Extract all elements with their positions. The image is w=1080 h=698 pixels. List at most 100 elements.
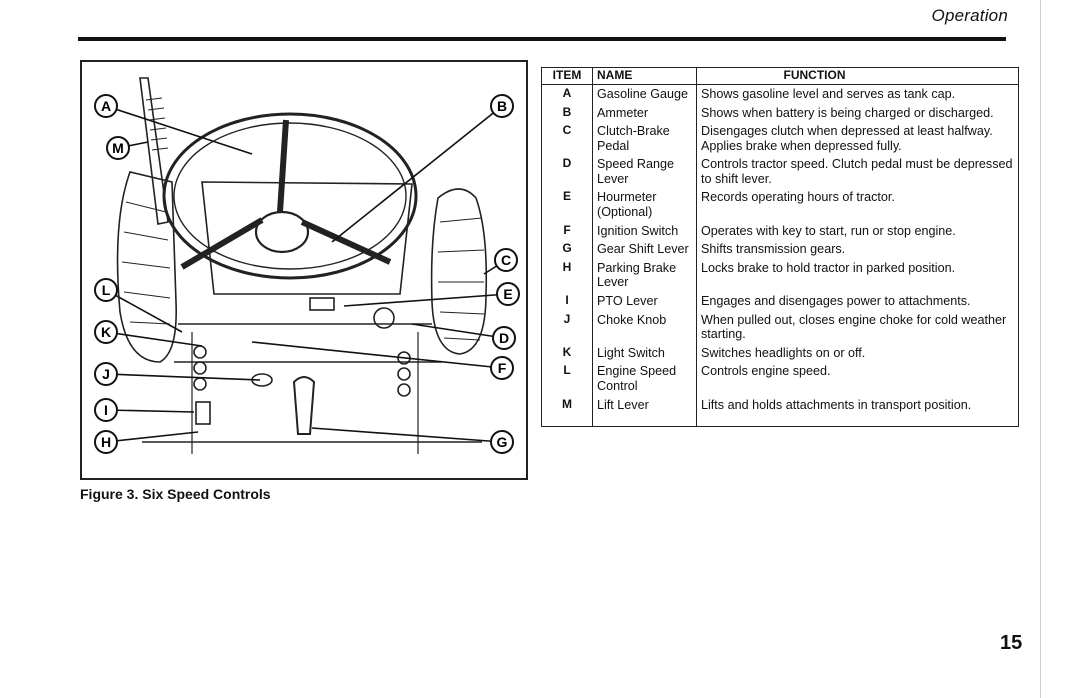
page-edge-line <box>1040 0 1041 698</box>
name-cell: Ammeter <box>592 103 697 123</box>
function-cell: When pulled out, closes engine choke for… <box>696 310 1019 344</box>
callout-circle-c <box>494 248 518 272</box>
left-tire <box>116 171 177 363</box>
function-cell: Shifts transmission gears. <box>696 240 1019 259</box>
function-cell: Shows when battery is being charged or d… <box>696 103 1019 123</box>
callout-label-c: C <box>501 252 511 268</box>
parking-brake-lever <box>195 401 211 425</box>
item-cell: G <box>541 240 593 259</box>
callout-label-f: F <box>498 360 507 376</box>
item-cell: J <box>541 310 593 344</box>
function-cell: Operates with key to start, run or stop … <box>696 221 1019 241</box>
callout-circle-f <box>490 356 514 380</box>
callout-circle-b <box>490 94 514 118</box>
dash-panel <box>201 181 413 295</box>
name-cell: Light Switch <box>592 343 697 363</box>
function-cell: Switches headlights on or off. <box>696 343 1019 363</box>
callout-label-m: M <box>112 140 124 156</box>
callout-circle-k <box>94 320 118 344</box>
name-cell: Engine Speed Control <box>592 362 697 396</box>
header-item: ITEM <box>541 67 593 85</box>
callout-label-h: H <box>101 434 111 450</box>
section-title: Operation <box>931 6 1008 25</box>
function-cell: Shows gasoline level and serves as tank … <box>696 84 1019 104</box>
tractor-controls-drawing: A B C D E F G HI J K L M <box>94 77 520 454</box>
speed-range-knob <box>373 307 395 329</box>
name-cell: Parking Brake Lever <box>592 258 697 293</box>
callout-circle-l <box>94 278 118 302</box>
header-function: FUNCTION <box>696 67 1019 85</box>
item-cell: I <box>541 292 593 311</box>
item-cell: C <box>541 122 593 156</box>
callout-label-g: G <box>497 434 508 450</box>
name-cell: Gear Shift Lever <box>592 240 697 259</box>
callout-label-i: I <box>104 402 108 418</box>
figure-caption: Figure 3. Six Speed Controls <box>80 486 271 502</box>
item-cell: B <box>541 103 593 123</box>
item-cell: E <box>541 188 593 222</box>
callout-label-e: E <box>503 286 512 302</box>
function-cell: Locks brake to hold tractor in parked po… <box>696 258 1019 293</box>
item-cell: K <box>541 343 593 363</box>
name-cell: PTO Lever <box>592 292 697 311</box>
page-number: 15 <box>1000 632 1023 654</box>
item-cell: A <box>541 84 593 104</box>
function-cell: Controls engine speed. <box>696 362 1019 396</box>
name-cell: Gasoline Gauge <box>592 84 697 104</box>
name-cell: Clutch-Brake Pedal <box>592 122 697 156</box>
function-cell: Records operating hours of tractor. <box>696 188 1019 222</box>
callout-circle-m <box>106 136 130 160</box>
ignition-switch <box>309 297 335 311</box>
function-cell: Lifts and holds attachments in transport… <box>696 395 1019 428</box>
function-cell: Engages and disengages power to attachme… <box>696 292 1019 311</box>
name-cell: Choke Knob <box>592 310 697 344</box>
lift-lever <box>139 77 169 225</box>
callout-circle-d <box>492 326 516 350</box>
callout-label-a: A <box>101 98 111 114</box>
item-cell: H <box>541 258 593 293</box>
callout-circle-h <box>94 430 118 454</box>
name-cell: Ignition Switch <box>592 221 697 241</box>
callout-circle-i <box>94 398 118 422</box>
callout-circle-a <box>94 94 118 118</box>
callout-label-k: K <box>101 324 111 340</box>
name-cell: Speed Range Lever <box>592 155 697 189</box>
item-cell: L <box>541 362 593 396</box>
item-cell: D <box>541 155 593 189</box>
callout-label-b: B <box>497 98 507 114</box>
callout-circle-g <box>490 430 514 454</box>
header-name: NAME <box>592 67 697 85</box>
gear-shift-lever <box>292 376 316 435</box>
function-cell: Controls tractor speed. Clutch pedal mus… <box>696 155 1019 189</box>
name-cell: Hourmeter (Optional) <box>592 188 697 222</box>
steering-hub <box>254 210 310 254</box>
callout-circle-e <box>496 282 520 306</box>
steering-wheel <box>162 112 418 280</box>
header-rule <box>78 37 1006 41</box>
callout-circle-j <box>94 362 118 386</box>
name-cell: Lift Lever <box>592 395 697 428</box>
function-cell: Disengages clutch when depressed at leas… <box>696 122 1019 156</box>
item-cell: M <box>541 395 593 428</box>
right-tire <box>430 188 488 355</box>
callout-label-j: J <box>102 366 110 382</box>
callout-label-l: L <box>102 282 111 298</box>
item-cell: F <box>541 221 593 241</box>
callout-label-d: D <box>499 330 509 346</box>
table-header-row: ITEM NAME FUNCTION <box>541 67 1019 85</box>
